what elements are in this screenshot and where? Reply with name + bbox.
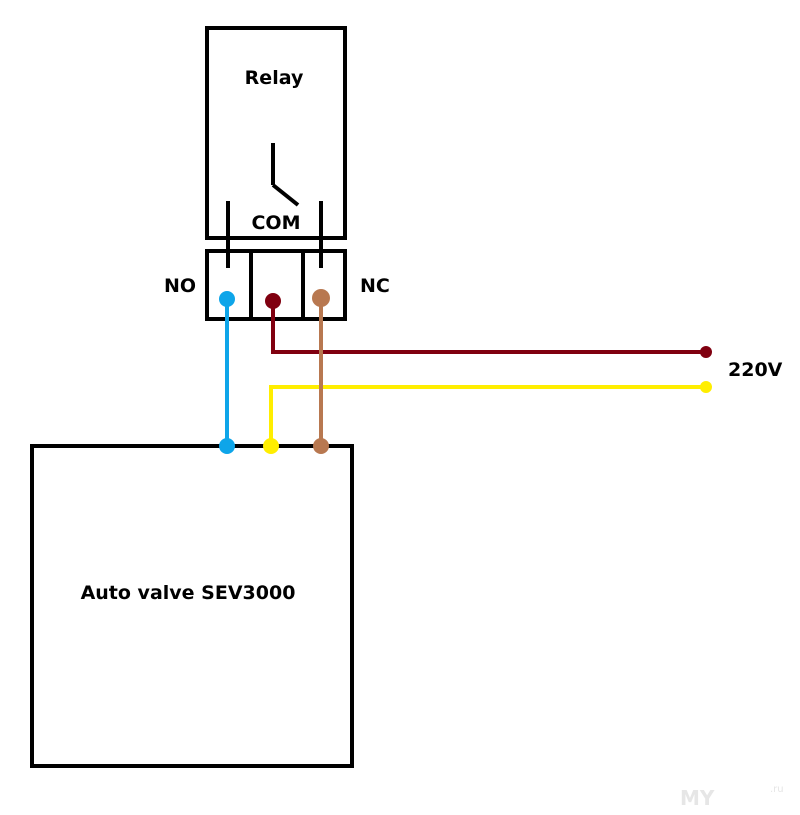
supply-label: 220V xyxy=(728,359,783,381)
valve-neutral-dot xyxy=(263,438,279,454)
relay-body xyxy=(205,26,347,240)
relay-title: Relay xyxy=(245,67,304,89)
watermark: MY xyxy=(680,786,715,810)
relay-com-label: COM xyxy=(251,212,300,234)
valve-label: Auto valve SEV3000 xyxy=(81,582,296,604)
valve-body xyxy=(30,444,354,768)
wire-neutral-220v xyxy=(269,385,706,446)
supply-neutral-dot xyxy=(700,381,712,393)
valve-no-dot xyxy=(219,438,235,454)
valve-nc-dot xyxy=(313,438,329,454)
relay-nc-label: NC xyxy=(360,275,390,297)
wire-com-220v xyxy=(271,301,706,354)
relay-terminal-block xyxy=(205,249,347,321)
terminal-no-dot xyxy=(219,291,235,307)
terminal-com-dot xyxy=(265,293,281,309)
supply-line-dot xyxy=(700,346,712,358)
relay-no-label: NO xyxy=(164,275,196,297)
terminal-nc-dot xyxy=(312,289,330,307)
watermark-suffix: .ru xyxy=(770,784,784,795)
relay-switch-symbol xyxy=(271,143,300,207)
